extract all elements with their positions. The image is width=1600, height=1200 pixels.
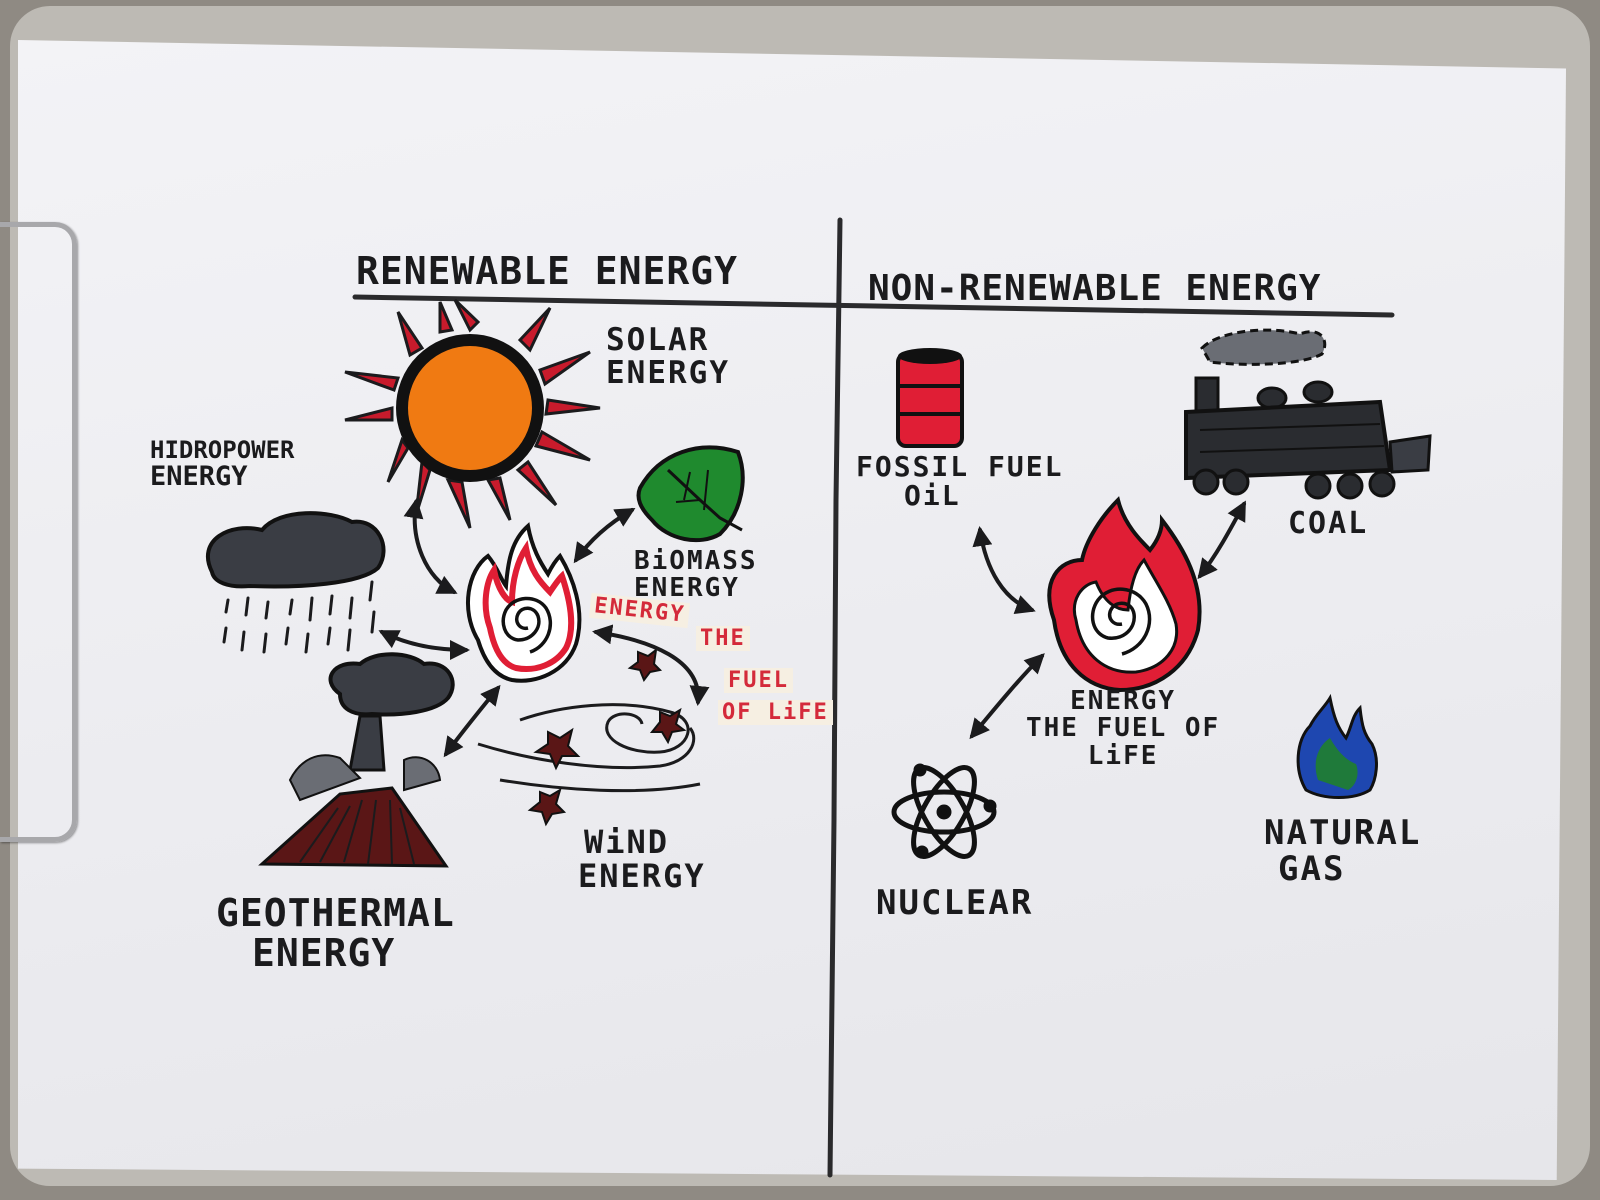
heading-underline <box>352 294 1395 318</box>
atom-icon <box>891 763 997 859</box>
rain-cloud-icon <box>205 511 386 654</box>
flame-icon <box>1047 496 1202 693</box>
flame-icon <box>466 522 582 683</box>
leaf-icon <box>636 445 745 543</box>
gas-flame-icon <box>1296 693 1378 799</box>
volcano-icon <box>258 652 455 868</box>
label-coal: COAL <box>1288 506 1369 541</box>
train-icon <box>1184 328 1432 500</box>
heading-renewable: RENEWABLE ENERGY <box>356 249 739 293</box>
clipboard-clip <box>0 222 77 842</box>
label-center-the: THE <box>696 626 750 652</box>
label-nuclear: NUCLEAR <box>876 883 1034 923</box>
oil-barrel-icon <box>896 348 964 448</box>
nonrenewable-arrows <box>969 500 1246 740</box>
label-center-oflife: OF LiFE <box>718 700 833 726</box>
renewable-arrows <box>378 498 710 758</box>
sun-icon <box>344 298 601 529</box>
heading-nonrenewable: NON-RENEWABLE ENERGY <box>868 268 1322 309</box>
label-center-fuel: FUEL <box>724 668 793 694</box>
paper-sheet <box>18 40 1566 1180</box>
divider-line <box>827 217 843 1178</box>
